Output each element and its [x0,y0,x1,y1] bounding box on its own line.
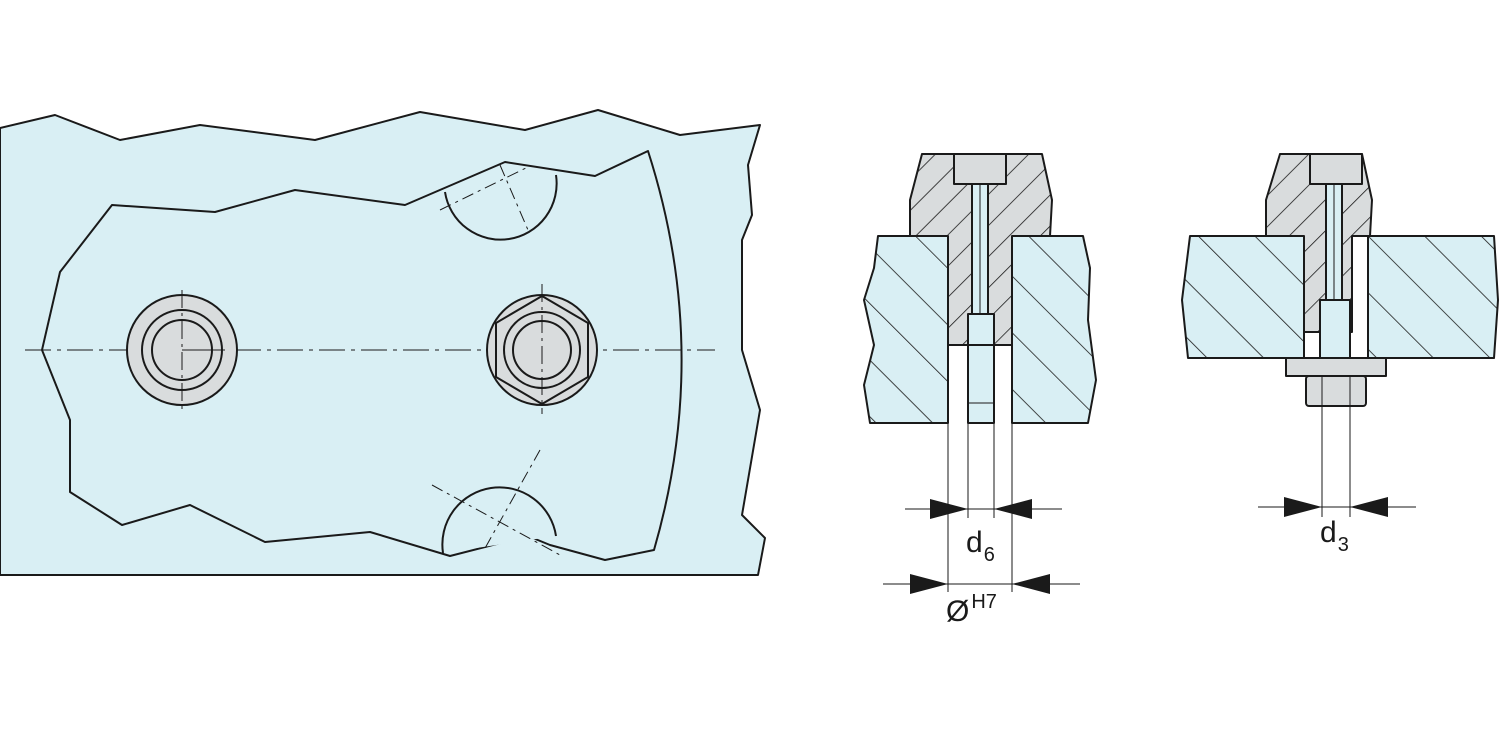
clamp-cutout-bottom [431,449,561,556]
h7-fit-tolerance: H7 [971,591,997,613]
dimension-label-d3: d3 [1320,516,1349,556]
dim-line-d6 [905,499,1062,519]
head-recess [953,153,1007,185]
section-view-d6 [863,153,1097,424]
hex-nut [1305,375,1367,407]
top-plate-outline [41,150,683,561]
washer [1285,357,1387,377]
bushing-left [126,290,238,410]
base-block-left [863,235,949,424]
plate-right [1367,235,1499,359]
head-recess-2 [1309,153,1363,185]
diameter-symbol: Ø [946,595,970,628]
d6-subscript: 6 [983,544,995,566]
clamp-cutout-top [439,164,558,241]
dim-line-h7 [883,574,1080,594]
d6-symbol: d [966,526,983,559]
bushing-right [486,284,598,414]
plan-view [0,109,766,576]
base-block-right [1011,235,1097,424]
dimension-d6-h7 [883,423,1080,594]
dimension-d3 [1258,406,1416,517]
d3-symbol: d [1320,516,1337,549]
clamp-bushing-body-2 [1265,153,1373,333]
dimension-label-d6: d6 [966,526,995,566]
bore-lower [967,313,995,424]
d3-subscript: 3 [1337,534,1349,556]
plate-left [1181,235,1305,359]
section-view-d3 [1181,153,1499,407]
bore-lower-2 [1319,299,1351,359]
